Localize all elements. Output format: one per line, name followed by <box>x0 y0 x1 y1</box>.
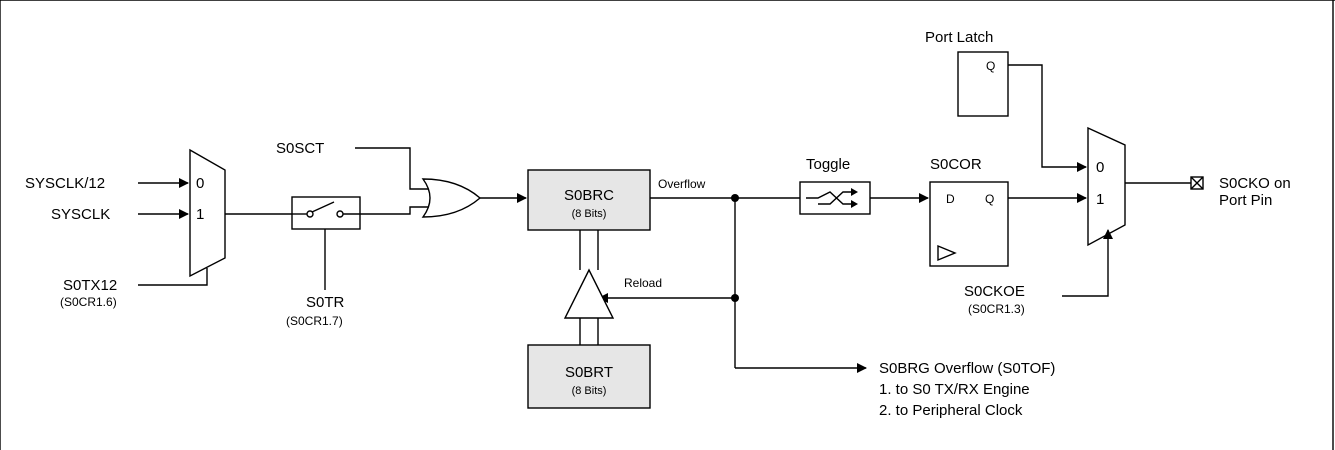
s0sct-wire <box>355 147 428 190</box>
s0tr-label: S0TR <box>306 294 345 311</box>
output-label-line2: Port Pin <box>1219 192 1272 209</box>
s0tr-switch <box>291 196 361 230</box>
or-gate <box>421 178 482 218</box>
s0brt-register <box>527 344 651 409</box>
switch-arm <box>311 201 335 213</box>
output-label-line1: S0CKO on <box>1219 175 1291 192</box>
port-latch-to-mux-wire <box>1008 64 1087 172</box>
brg-destination-2: 2. to Peripheral Clock <box>879 402 1023 419</box>
s0cor-d-label: D <box>946 192 955 206</box>
output-mux-input-0-label: 0 <box>1096 159 1104 176</box>
toggle-label: Toggle <box>806 156 850 173</box>
s0ckoe-select-wire <box>1062 229 1113 297</box>
switch-contact-left <box>306 210 314 218</box>
toggle-arrows <box>851 188 858 208</box>
s0brc-register <box>527 169 651 231</box>
toggle-symbol-b <box>818 191 855 205</box>
s0brc-size: (8 Bits) <box>572 208 607 220</box>
input-mux <box>189 148 226 278</box>
port-latch-q-label: Q <box>986 59 995 73</box>
s0ckoe-register-label: (S0CR1.3) <box>968 302 1025 316</box>
s0cor-clock-icon <box>937 244 957 262</box>
reload-label: Reload <box>624 276 662 290</box>
s0cor-q-label: Q <box>985 192 994 206</box>
output-mux-input-1-label: 1 <box>1096 191 1104 208</box>
brg-destination-1: 1. to S0 TX/RX Engine <box>879 381 1030 398</box>
sysclk12-label: SYSCLK/12 <box>25 175 105 192</box>
overflow-label: Overflow <box>658 177 706 191</box>
mux-input-0-label: 0 <box>196 175 204 192</box>
mux-input-1-label: 1 <box>196 206 204 223</box>
s0brt-name: S0BRT <box>565 364 613 381</box>
s0cor-name: S0COR <box>930 156 982 173</box>
s0tx12-select-wire <box>138 268 208 286</box>
brg-overflow-title: S0BRG Overflow (S0TOF) <box>879 360 1055 377</box>
port-latch-name: Port Latch <box>925 29 993 46</box>
switch-to-or-wire <box>360 206 428 215</box>
s0tx12-label: S0TX12 <box>63 277 117 294</box>
port-pin-cross <box>1190 176 1204 190</box>
s0brt-size: (8 Bits) <box>572 385 607 397</box>
reload-buffer <box>563 268 615 319</box>
switch-contact-right <box>336 210 344 218</box>
output-mux <box>1087 126 1126 247</box>
s0sct-label: S0SCT <box>276 140 324 157</box>
port-latch-block <box>957 51 1009 117</box>
toggle-symbol-a <box>806 191 855 205</box>
s0brc-name: S0BRC <box>564 187 614 204</box>
s0tr-register-label: (S0CR1.7) <box>286 314 343 328</box>
sysclk-label: SYSCLK <box>51 206 110 223</box>
s0tx12-register-label: (S0CR1.6) <box>60 295 117 309</box>
s0ckoe-label: S0CKOE <box>964 283 1025 300</box>
